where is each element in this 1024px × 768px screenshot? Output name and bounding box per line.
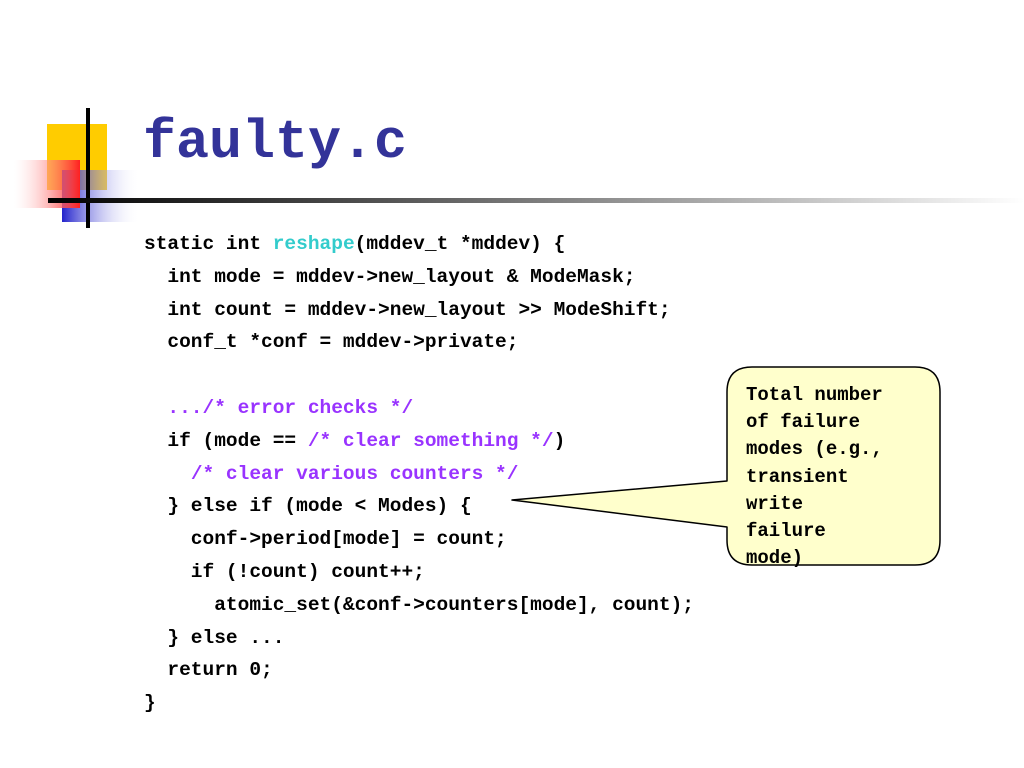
code-line: static int reshape(mddev_t *mddev) {	[144, 228, 694, 261]
code-text: int mode = mddev->new_layout & ModeMask;	[144, 265, 636, 288]
vertical-bar	[86, 108, 90, 228]
title-decoration	[14, 108, 1024, 228]
code-text: conf_t *conf = mddev->private;	[144, 331, 519, 354]
slide-title: faulty.c	[143, 111, 408, 174]
callout-line: Total number	[746, 384, 883, 406]
code-comment: /* clear something */	[307, 429, 554, 452]
code-line: if (!count) count++;	[144, 556, 694, 589]
code-line: } else ...	[144, 622, 694, 655]
callout-line: failure	[746, 520, 826, 543]
code-text: static int	[144, 233, 273, 255]
code-comment: /* clear various counters */	[190, 462, 519, 485]
code-text	[144, 397, 167, 419]
code-line: atomic_set(&conf->counters[mode], count)…	[144, 589, 694, 622]
code-text: return 0;	[144, 659, 273, 682]
callout-line: of failure	[746, 411, 861, 434]
code-line	[144, 359, 694, 392]
callout-line: write	[746, 492, 804, 515]
code-line: }	[144, 687, 694, 720]
title-rule	[48, 198, 1024, 203]
code-text: int count = mddev->new_layout >> ModeShi…	[144, 298, 671, 321]
code-line: conf->period[mode] = count;	[144, 523, 694, 556]
code-line: int count = mddev->new_layout >> ModeShi…	[144, 294, 694, 327]
code-text: }	[144, 692, 156, 715]
code-text: } else ...	[144, 626, 285, 649]
code-line: /* clear various counters */	[144, 458, 694, 491]
code-comment: .../* error checks */	[167, 396, 414, 419]
code-line: int mode = mddev->new_layout & ModeMask;	[144, 261, 694, 294]
callout-line: transient	[746, 465, 849, 488]
code-text: if (mode ==	[144, 429, 308, 452]
code-text: conf->period[mode] = count;	[144, 528, 507, 551]
code-text: if (!count) count++;	[144, 560, 425, 583]
code-text: atomic_set(&conf->counters[mode], count)…	[144, 593, 694, 616]
code-text	[144, 463, 191, 485]
callout-text: Total number of failure modes (e.g., transi…	[746, 382, 931, 572]
code-text: } else if (mode < Modes) {	[144, 495, 472, 518]
code-line: return 0;	[144, 654, 694, 687]
code-line: if (mode == /* clear something */)	[144, 425, 694, 458]
code-line: conf_t *conf = mddev->private;	[144, 326, 694, 359]
code-line: } else if (mode < Modes) {	[144, 490, 694, 523]
function-name: reshape	[272, 233, 355, 255]
callout-line: modes (e.g.,	[746, 438, 883, 461]
code-block: static int reshape(mddev_t *mddev) { int…	[144, 228, 694, 720]
callout-line: mode)	[746, 547, 804, 570]
code-text: )	[553, 429, 566, 452]
code-text: (mddev_t *mddev) {	[354, 233, 566, 255]
code-line: .../* error checks */	[144, 392, 694, 425]
